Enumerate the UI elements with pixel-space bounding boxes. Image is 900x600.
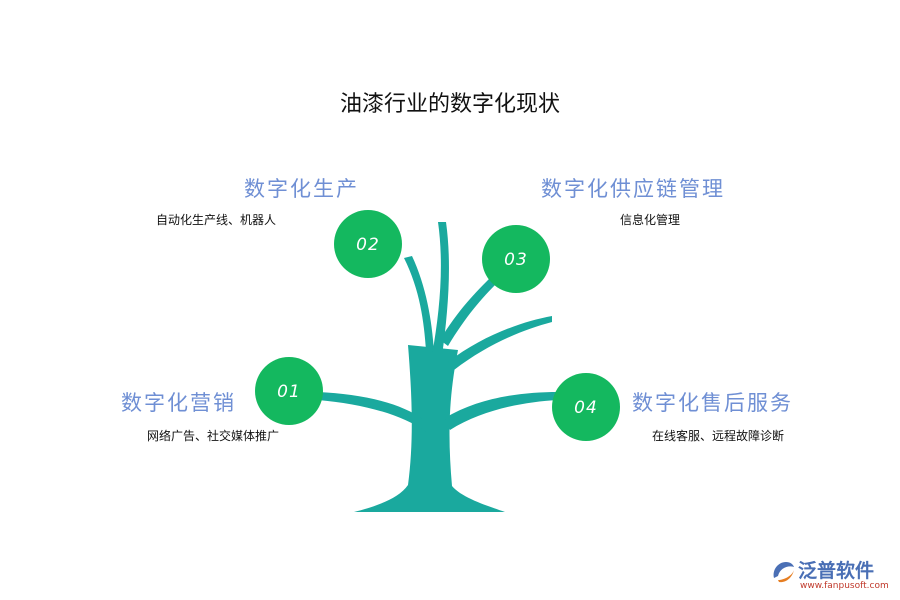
node-02-number: 02	[356, 235, 380, 255]
branch-right	[445, 392, 558, 430]
tree-trunk	[354, 345, 505, 512]
node-01-number: 01	[277, 382, 301, 402]
heading-marketing: 数字化营销	[121, 391, 236, 415]
node-03: 03	[482, 225, 550, 293]
branch-mid-left	[404, 256, 434, 352]
logo-url: www.fanpusoft.com	[800, 581, 889, 591]
node-01: 01	[255, 357, 323, 425]
node-04: 04	[552, 373, 620, 441]
logo-icon	[773, 562, 794, 583]
heading-after-sales: 数字化售后服务	[632, 391, 793, 415]
detail-after-sales: 在线客服、远程故障诊断	[652, 429, 785, 443]
branch-far-right	[448, 316, 552, 370]
detail-production: 自动化生产线、机器人	[156, 213, 277, 227]
node-02: 02	[334, 210, 402, 278]
page-title: 油漆行业的数字化现状	[339, 92, 560, 117]
branch-upper-right	[440, 276, 498, 346]
detail-marketing: 网络广告、社交媒体推广	[147, 429, 280, 443]
heading-production: 数字化生产	[244, 177, 359, 201]
detail-supply-chain: 信息化管理	[620, 213, 681, 227]
logo-name: 泛普软件	[798, 560, 875, 582]
heading-supply-chain: 数字化供应链管理	[541, 177, 725, 201]
node-03-number: 03	[504, 250, 528, 270]
branch-left	[318, 392, 426, 432]
fanpu-logo: 泛普软件 www.fanpusoft.com	[770, 554, 896, 594]
node-04-number: 04	[574, 398, 598, 418]
branch-top	[432, 222, 449, 356]
